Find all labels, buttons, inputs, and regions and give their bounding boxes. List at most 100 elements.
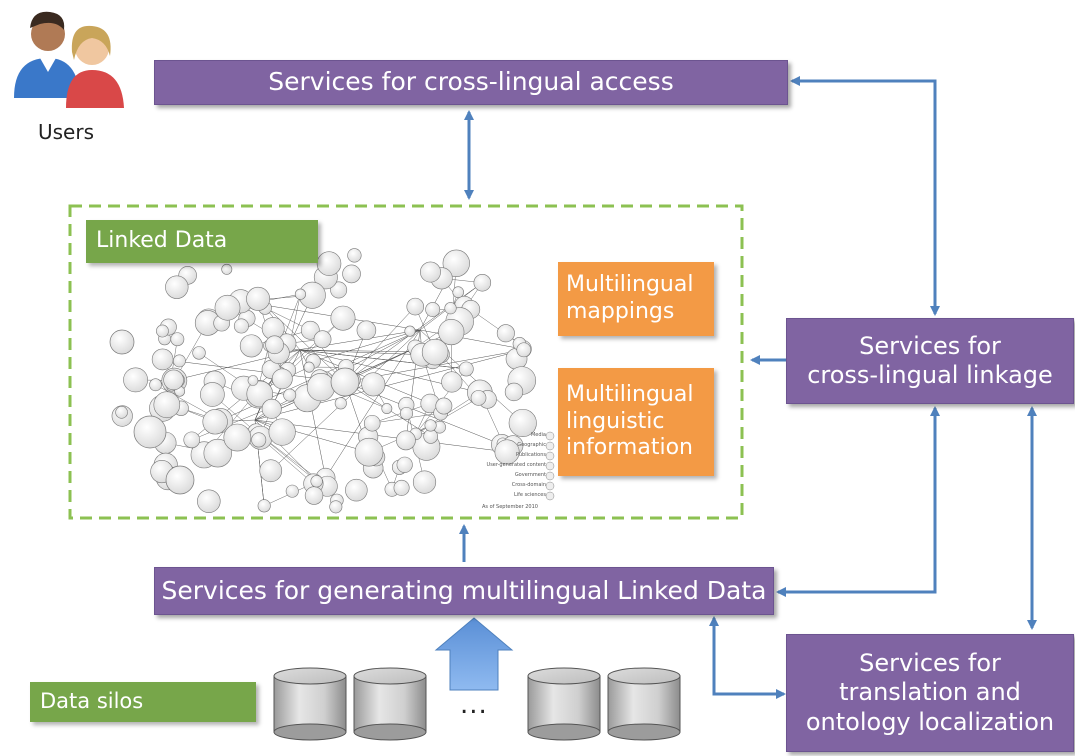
lod-node (458, 361, 474, 377)
lod-node (435, 397, 453, 415)
lod-edge (313, 329, 421, 362)
users-icon (14, 11, 124, 108)
lod-node (233, 318, 249, 334)
lod-node (246, 286, 271, 311)
multilingual-mappings-box: Multilingual mappings (558, 262, 714, 336)
lod-node (223, 423, 252, 452)
lod-node (149, 378, 162, 392)
lod-legend-swatch (545, 441, 555, 451)
lod-edge (419, 329, 523, 350)
lod-node (424, 419, 437, 432)
database-cylinder-2 (353, 667, 427, 741)
lod-node (420, 261, 441, 283)
lod-node (203, 438, 232, 468)
lod-node (202, 409, 228, 435)
lod-legend-item: Government (514, 472, 546, 478)
lod-legend-item: Geographic (517, 442, 546, 448)
lod-node (494, 439, 520, 465)
lod-node (221, 263, 233, 275)
database-cylinder-4 (607, 667, 681, 741)
lod-node (163, 369, 184, 391)
lod-edge (257, 298, 346, 383)
lod-node (303, 361, 315, 373)
lod-node (200, 382, 225, 407)
lod-node (423, 429, 439, 444)
lod-node (354, 437, 384, 467)
lod-legend-item: Life sciences (513, 492, 546, 498)
lod-node (165, 275, 189, 299)
data-silos-box: Data silos (30, 682, 256, 722)
lod-edge (278, 329, 421, 354)
lod-node (310, 475, 323, 488)
lod-node (396, 456, 413, 473)
lod-legend-item: Cross-domain (511, 482, 546, 488)
lod-node (496, 324, 515, 343)
lod-hub-node (109, 329, 135, 355)
upward-block-arrow (434, 617, 514, 691)
lod-node (442, 249, 470, 277)
lod-node (347, 248, 362, 263)
lod-node (412, 470, 437, 494)
lod-node (361, 372, 386, 397)
generating-linked-data-label: Services for generating multilingual Lin… (161, 575, 767, 605)
cross-lingual-linkage-box: Services for cross-lingual linkage (786, 318, 1074, 404)
lod-node (151, 348, 174, 371)
lod-node (313, 330, 332, 349)
lod-node (425, 302, 441, 317)
linked-data-box: Linked Data (86, 220, 318, 263)
lod-node (381, 403, 393, 414)
database-cylinder-3 (527, 667, 601, 741)
lod-node (294, 288, 307, 300)
lod-node (342, 264, 361, 284)
lod-legend-swatch (545, 471, 555, 481)
users-label: Users (38, 120, 95, 144)
lod-node (268, 418, 296, 446)
access-to-linkage-arrow (790, 76, 940, 316)
lod-node (444, 302, 457, 315)
lod-node (247, 375, 259, 386)
lod-legend-item: Publications (515, 452, 546, 458)
lod-edge (254, 419, 508, 453)
multilingual-linguistic-label: Multilingual linguistic information (566, 381, 694, 461)
lod-node (396, 430, 416, 451)
lod-legend-swatch (545, 481, 555, 491)
lod-edge (299, 349, 328, 487)
lod-edge (325, 329, 421, 478)
lod-node (173, 354, 186, 368)
lod-node (516, 342, 532, 358)
lod-node (285, 484, 299, 498)
lod-legend-swatch (545, 491, 555, 501)
lod-cloud-graph (109, 248, 555, 514)
lod-edge (344, 306, 416, 383)
lod-node (356, 320, 377, 341)
lod-node (239, 334, 263, 358)
cross-lingual-access-label: Services for cross-lingual access (268, 67, 674, 97)
lod-hub-node (330, 367, 360, 397)
lod-node (197, 489, 221, 513)
lod-legend-item: User-generated content (486, 462, 546, 468)
lod-hub-node (133, 415, 167, 449)
lod-node (404, 325, 416, 337)
lod-node (300, 320, 320, 340)
lod-hub-node (165, 465, 195, 495)
lod-node (156, 324, 169, 338)
generating-to-translation-arrow (709, 616, 786, 699)
lod-node (334, 397, 347, 410)
lod-node (406, 297, 425, 316)
lod-node (214, 294, 241, 321)
lod-node (192, 346, 206, 360)
cross-lingual-linkage-label: Services for cross-lingual linkage (807, 331, 1053, 389)
linkage-to-generating-arrow (776, 406, 940, 597)
lod-node (271, 368, 293, 390)
lod-node (265, 335, 284, 355)
lod-node (473, 273, 492, 292)
lod-node (345, 478, 368, 502)
lod-node (170, 332, 185, 347)
more-silos-ellipsis: ... (460, 690, 488, 720)
generating-linked-data-box: Services for generating multilingual Lin… (154, 567, 774, 615)
data-silos-label: Data silos (40, 689, 144, 714)
lod-legend-item: Media (530, 432, 546, 438)
lod-node (306, 373, 336, 402)
lod-node (452, 286, 464, 298)
